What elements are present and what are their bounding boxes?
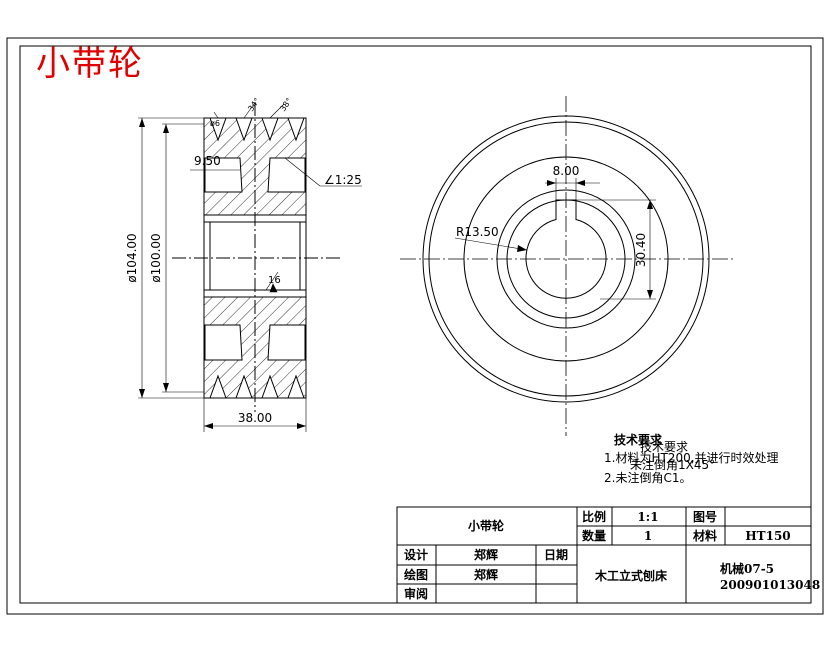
dim-top-b: 34° [246,96,262,113]
dim-outer-diameter: ø104.00 [125,233,139,282]
tb-material-value: HT150 [745,529,790,543]
tb-date-label: 日期 [544,547,568,562]
dim-inner-diameter: ø100.00 [149,233,163,282]
dim-taper: ∠1:25 [324,173,362,187]
outer-frame [6,37,824,615]
front-view [400,96,735,436]
dim-groove-offset: 9.50 [194,154,221,168]
dim-keyway-width: 8.00 [553,164,580,178]
side-view-arrows [139,118,306,429]
side-view [138,102,362,432]
tb-scale-label: 比例 [582,509,606,524]
tb-student-id: 200901013048 [720,578,820,592]
dim-top-a: ø6 [210,119,220,128]
notes-heading-overlap: 技术要求 [640,440,688,454]
tb-scale-value: 1:1 [637,510,658,524]
front-view-arrows [517,180,653,299]
tb-qty-value: 1 [644,529,652,543]
dim-hub-callout: 16 [268,275,281,286]
tb-material-label: 材料 [692,528,717,543]
dim-width: 38.00 [238,411,272,425]
dim-bore-radius: R13.50 [456,225,499,239]
tb-draw-name: 郑辉 [474,567,498,582]
dim-keyway-depth: 30.40 [634,233,648,267]
tb-design-name: 郑辉 [474,547,498,562]
tb-check-label: 审阅 [404,586,428,601]
notes-heading: 技术要求 [614,432,663,447]
tb-design-label: 设计 [404,547,428,562]
dim-top-c: 38° [278,96,294,113]
tb-drawing-no-label: 图号 [693,509,717,524]
notes-line1: 1.材料为HT200,并进行时效处理 [604,450,779,465]
tb-machine: 木工立式刨床 [594,568,668,583]
drawing-title: 小带轮 [36,44,144,84]
tb-draw-label: 绘图 [404,567,428,582]
tb-class: 机械07-5 [720,561,774,576]
title-block [396,506,812,604]
tb-qty-label: 数量 [582,528,606,543]
notes-line1-overlap: 未注倒角1X45° [630,457,715,472]
tb-part-name: 小带轮 [468,518,505,533]
notes-line2: 2.未注倒角C1。 [604,470,691,485]
